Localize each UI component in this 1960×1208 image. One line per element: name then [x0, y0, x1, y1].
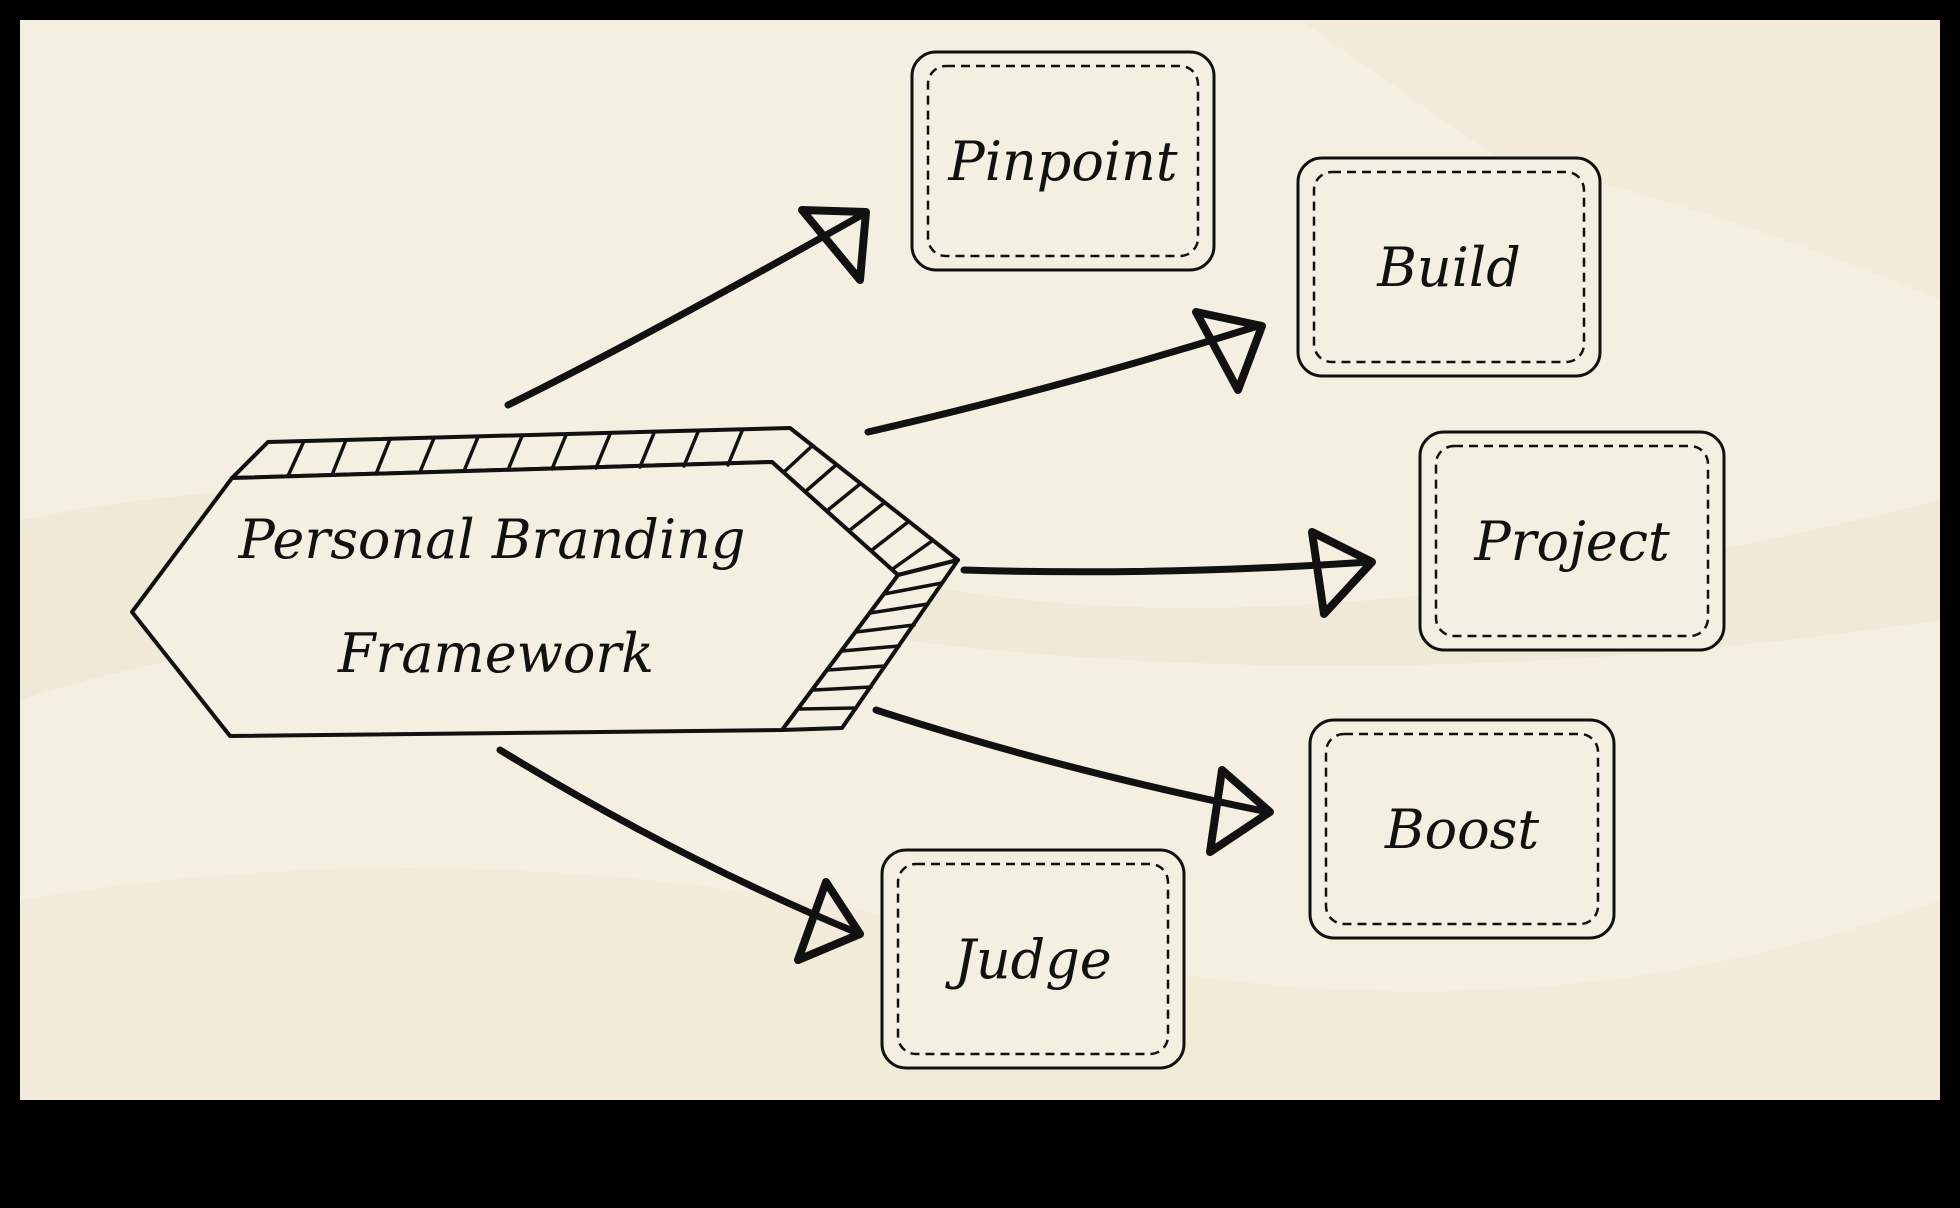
arrow-to-project — [960, 528, 1376, 618]
center-right-hatching — [798, 581, 944, 711]
center-top-hatching — [286, 429, 934, 570]
arrow-to-boost — [872, 706, 1274, 856]
box-judge — [880, 848, 1186, 1070]
node-label-boost: Boost — [1384, 798, 1539, 861]
arrow-to-pinpoint — [504, 206, 870, 409]
arrows — [496, 206, 1376, 964]
outcome-boxes — [880, 50, 1726, 1070]
center-front-face — [130, 460, 900, 738]
box-project — [1418, 430, 1726, 652]
center-title-line1: Personal Branding — [238, 508, 746, 571]
arrow-to-build — [864, 308, 1266, 436]
node-label-judge: Judge — [944, 928, 1112, 991]
box-boost — [1308, 718, 1616, 940]
node-label-build: Build — [1376, 236, 1521, 299]
arrow-to-judge — [496, 746, 864, 964]
box-build — [1296, 156, 1602, 378]
center-title-line2: Framework — [337, 622, 654, 685]
center-shape — [130, 426, 960, 738]
box-pinpoint — [910, 50, 1216, 272]
node-label-project: Project — [1473, 510, 1670, 573]
node-label-pinpoint: Pinpoint — [947, 130, 1178, 193]
